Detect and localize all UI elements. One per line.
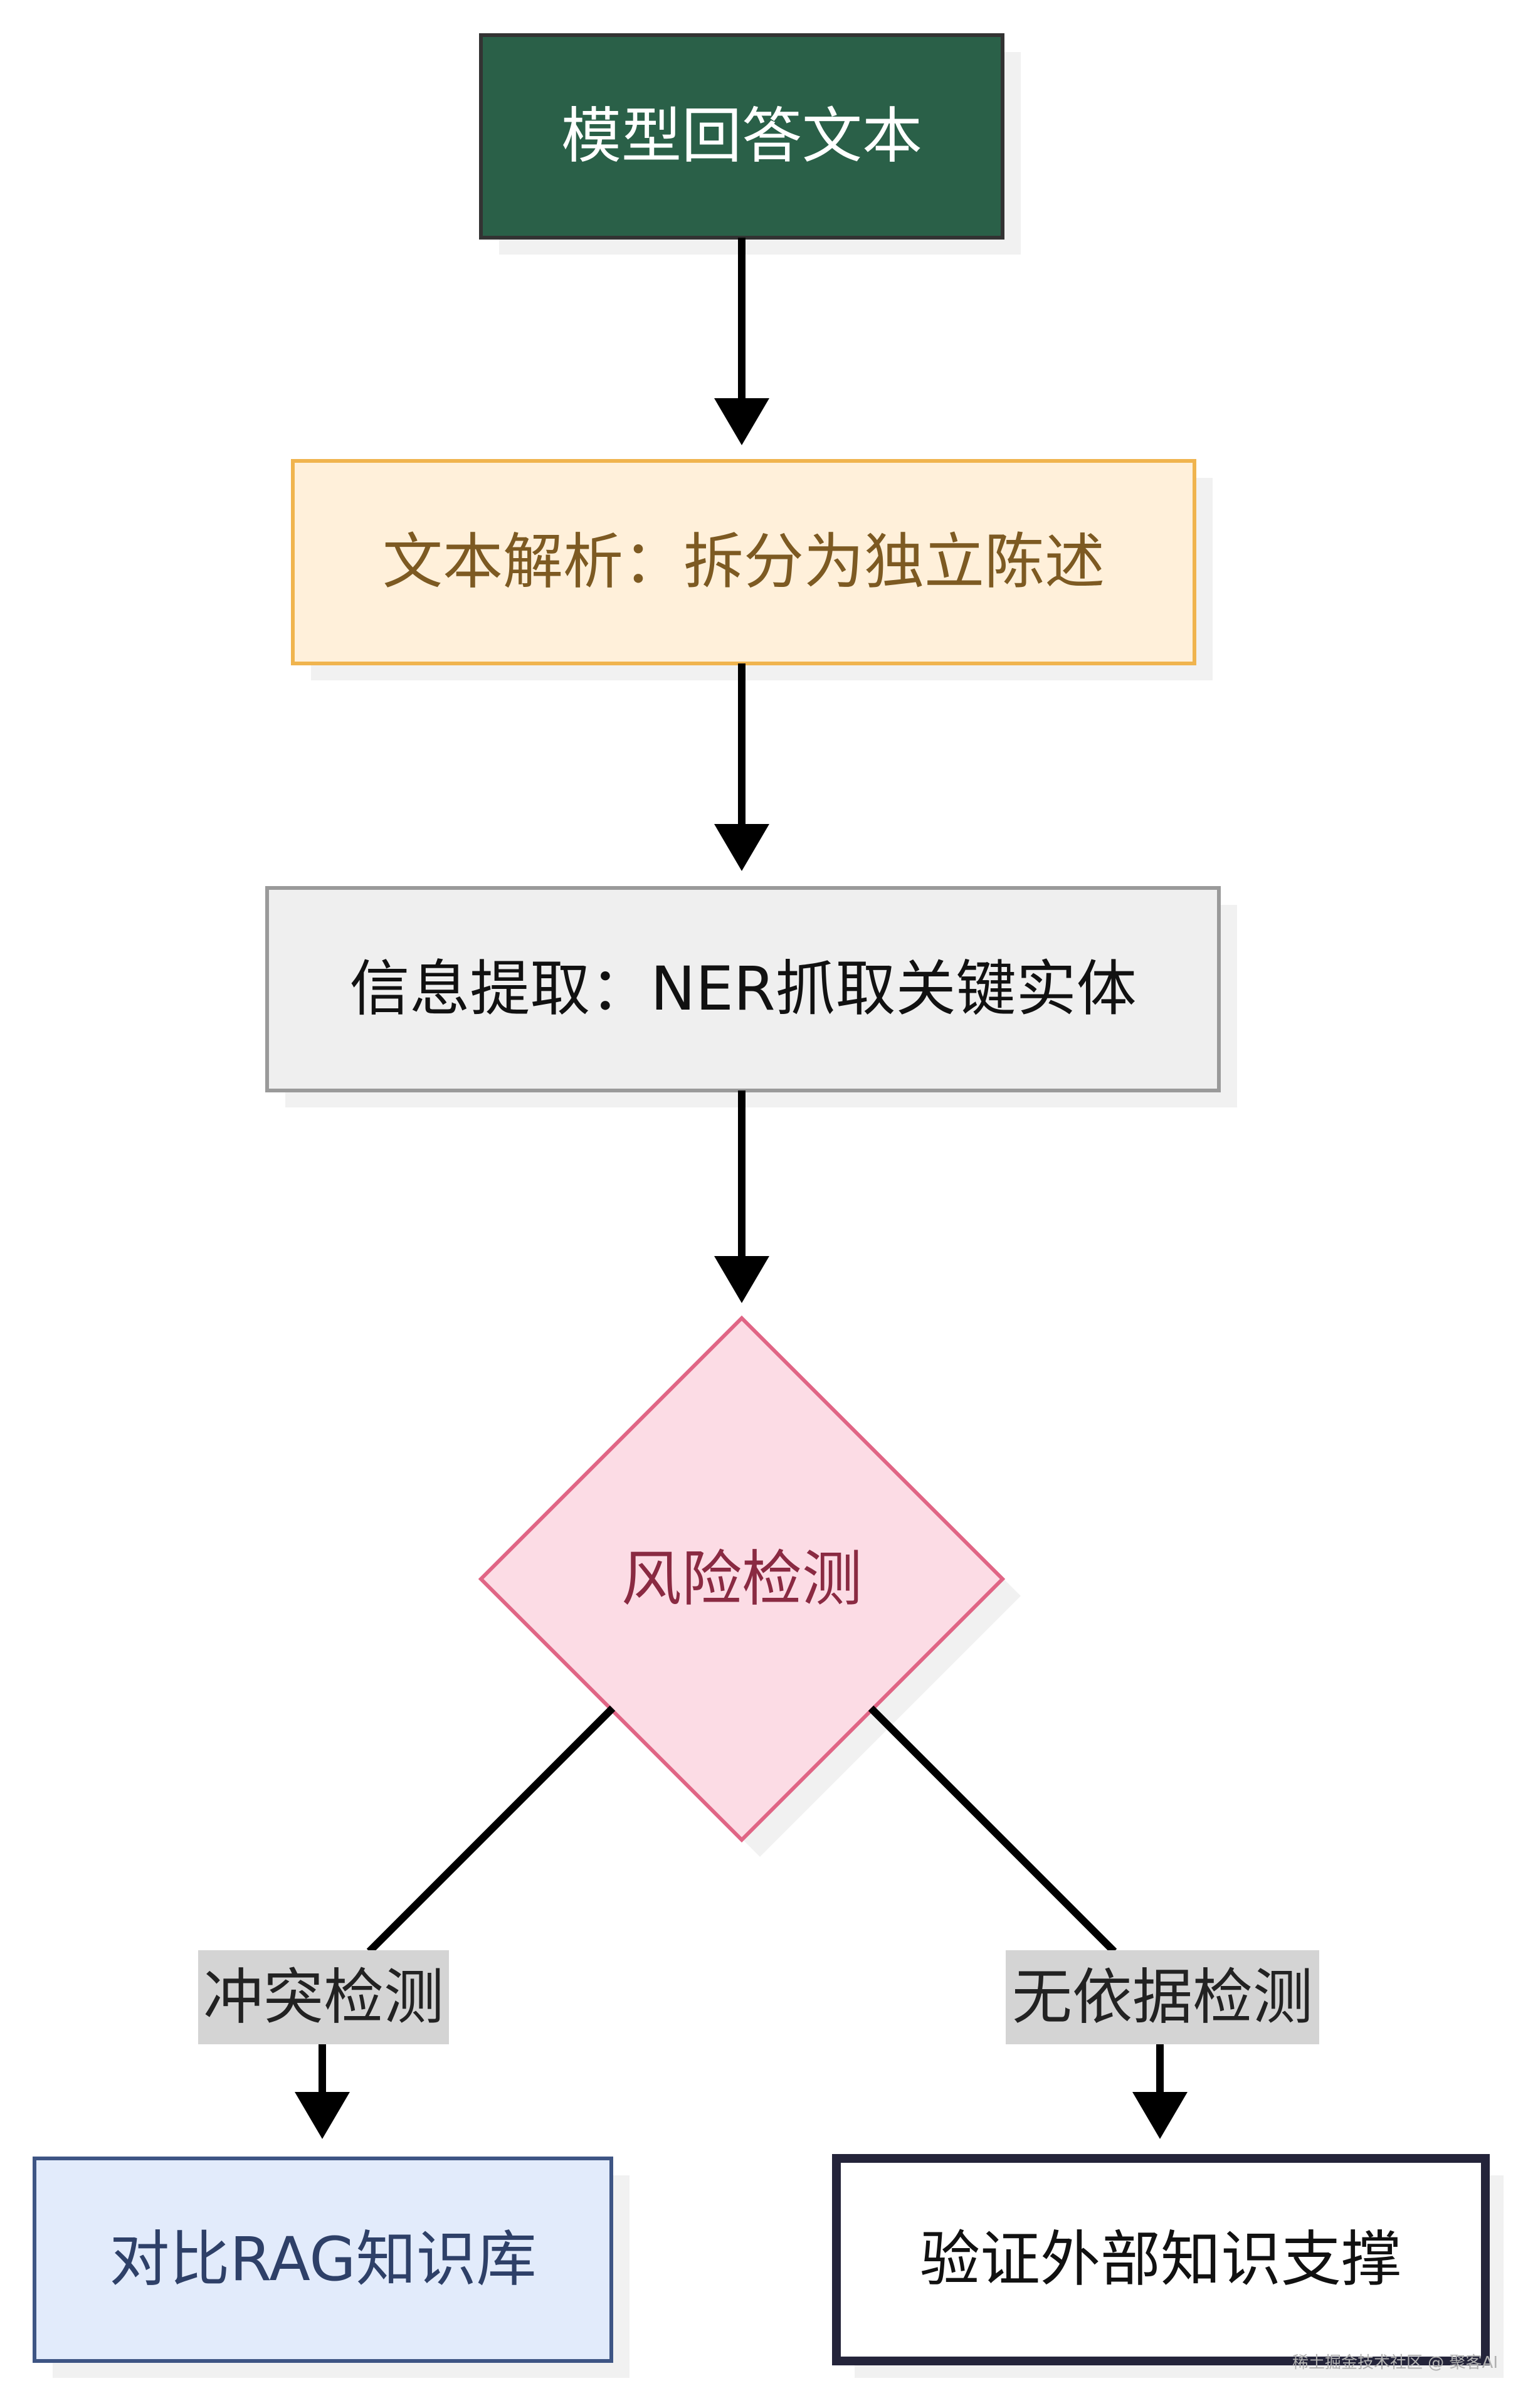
edge-risk-to-verify (868, 1705, 1188, 2139)
node-compare-rag-box (33, 2157, 613, 2363)
edge-label-unsupported-bg (1006, 1950, 1319, 2044)
watermark: 稀土掘金技术社区 @ 聚客AI (1292, 2353, 1498, 2372)
node-info-extract-box (265, 886, 1221, 1092)
edge-model-to-parse (714, 238, 769, 445)
edge-risk-to-compare (295, 1705, 616, 2139)
edge-label-conflict-bg (198, 1950, 449, 2044)
node-info-extract: 信息提取：NER抓取关键实体 (265, 886, 1237, 1107)
node-verify-external-box (832, 2154, 1490, 2365)
edge-label-conflict-text: 冲突检测 (203, 1962, 444, 2032)
node-text-parse-label: 文本解析：拆分为独立陈述 (382, 527, 1105, 597)
node-compare-rag: 对比RAG知识库 (33, 2157, 630, 2378)
node-risk-detect-label: 风险检测 (621, 1544, 862, 1614)
node-compare-rag-label: 对比RAG知识库 (109, 2224, 536, 2294)
node-text-parse: 文本解析：拆分为独立陈述 (291, 459, 1213, 680)
node-verify-external-label: 验证外部知识支撑 (920, 2224, 1401, 2294)
node-model-answer: 模型回答文本 (479, 33, 1021, 255)
node-info-extract-label: 信息提取：NER抓取关键实体 (349, 954, 1136, 1024)
node-model-answer-box (479, 33, 1004, 240)
edge-parse-to-extract (714, 663, 769, 871)
node-text-parse-box (291, 459, 1196, 665)
node-verify-external: 验证外部知识支撑 (832, 2154, 1504, 2378)
edge-extract-to-risk (714, 1090, 769, 1303)
edge-label-unsupported: 无依据检测 (1006, 1950, 1319, 2044)
node-model-answer-label: 模型回答文本 (561, 101, 922, 171)
edge-label-unsupported-text: 无依据检测 (1012, 1962, 1313, 2032)
edge-label-conflict: 冲突检测 (198, 1950, 449, 2044)
